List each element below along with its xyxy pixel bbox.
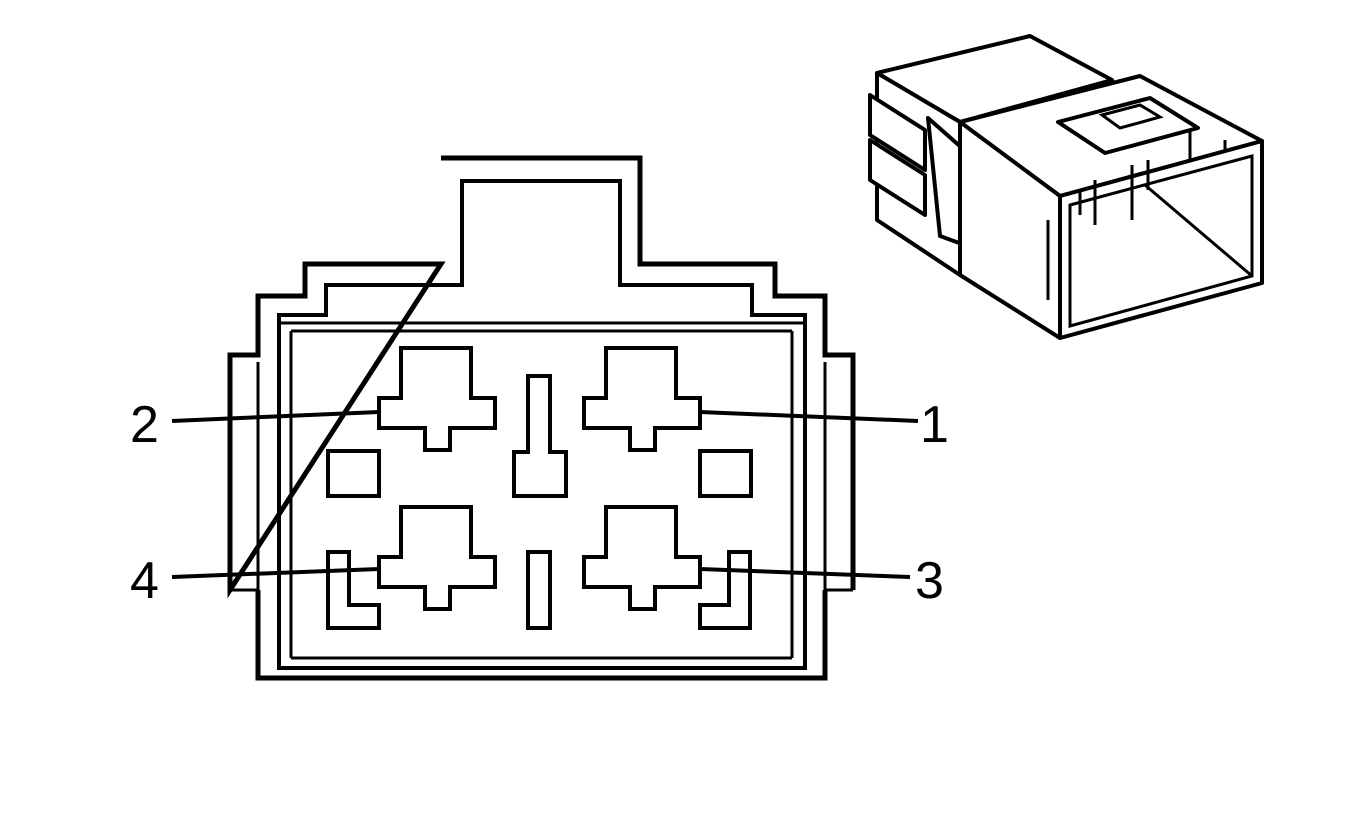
housing-third-outline [279, 321, 805, 660]
rear-lock-lower [868, 138, 927, 217]
housing-inner-outline [277, 179, 807, 670]
left-latch [326, 550, 381, 630]
pin-cavity-4 [377, 505, 497, 611]
pin-cavity-3 [582, 505, 702, 611]
center-key-lower [526, 550, 552, 630]
left-rib [230, 362, 260, 592]
right-rib [823, 362, 853, 592]
leader-line-2 [171, 410, 380, 423]
pin-label-2: 2 [130, 396, 159, 454]
pin-cavity-2 [377, 346, 497, 452]
leader-line-3 [699, 567, 911, 579]
center-key-upper [512, 374, 568, 498]
pin-label-4: 4 [130, 552, 159, 610]
right-latch [698, 550, 752, 630]
right-square-slot [698, 449, 753, 498]
top-lock-window [1098, 103, 1164, 130]
pin-cavity-1 [582, 346, 702, 452]
front-body-face [1058, 139, 1264, 340]
leader-line-1 [699, 410, 919, 423]
housing-outer-outline [227, 155, 856, 681]
front-opening-inner [1144, 183, 1253, 278]
connector-face-view: 2 1 4 3 [130, 155, 949, 681]
rear-lock-upper [868, 93, 927, 172]
pin-label-3: 3 [915, 552, 944, 610]
left-square-slot [326, 449, 381, 498]
top-ridge [974, 74, 1227, 225]
pin-label-1: 1 [920, 396, 949, 454]
leader-line-4 [171, 567, 380, 579]
connector-isometric-view [868, 34, 1264, 340]
